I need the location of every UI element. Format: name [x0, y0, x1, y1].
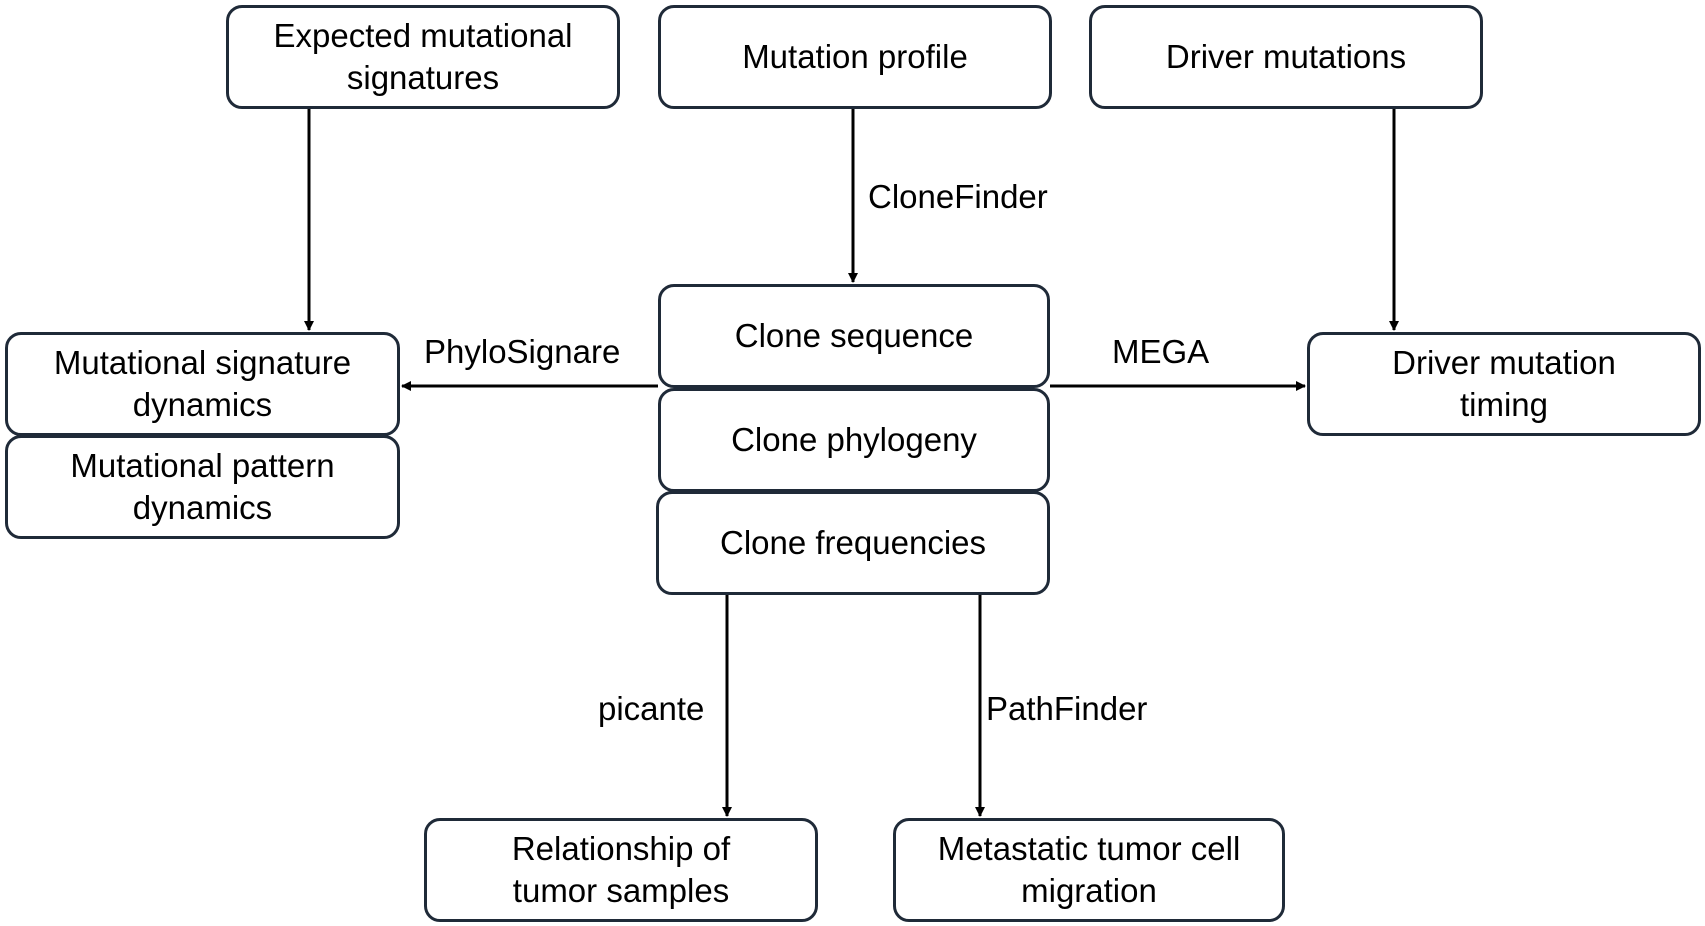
- node-label-line: dynamics: [132, 386, 273, 423]
- node-mutational-pattern-dynamics: Mutational pattern dynamics: [5, 435, 400, 539]
- node-mutational-signature-dynamics: Mutational signature dynamics: [5, 332, 400, 436]
- node-label-line: timing: [1459, 386, 1548, 423]
- node-label-line: Mutational signature: [53, 344, 352, 382]
- node-label-line: Mutational pattern: [70, 447, 335, 485]
- edge-label-phylosignare: PhyloSignare: [424, 333, 621, 370]
- edge-label-clonefinder: CloneFinder: [868, 178, 1048, 215]
- edge-label-mega: MEGA: [1112, 333, 1210, 370]
- node-driver-mutation-timing: Driver mutation timing: [1307, 332, 1701, 436]
- node-mutation-profile: Mutation profile: [658, 5, 1052, 109]
- node-label-line: dynamics: [132, 489, 273, 526]
- node-label-line: Clone frequencies: [720, 524, 986, 562]
- node-driver-mutations: Driver mutations: [1089, 5, 1483, 109]
- node-clone-sequence: Clone sequence: [658, 284, 1050, 388]
- node-label-line: migration: [1021, 872, 1157, 909]
- node-label-line: tumor samples: [512, 872, 730, 909]
- node-label-line: Expected mutational: [273, 17, 573, 55]
- node-expected-mutational-signatures: Expected mutational signatures: [226, 5, 620, 109]
- node-label-line: Driver mutation: [1392, 344, 1616, 382]
- node-label-line: Clone phylogeny: [731, 421, 977, 459]
- node-relationship-of-tumor-samples: Relationship of tumor samples: [424, 818, 818, 922]
- edge-label-pathfinder: PathFinder: [986, 690, 1148, 727]
- node-clone-phylogeny: Clone phylogeny: [658, 388, 1050, 492]
- node-label-line: signatures: [346, 59, 500, 96]
- node-clone-frequencies: Clone frequencies: [656, 491, 1050, 595]
- node-label-line: Mutation profile: [742, 38, 968, 76]
- edge-label-picante: picante: [598, 690, 705, 727]
- node-label-line: Clone sequence: [734, 317, 974, 355]
- node-label-line: Relationship of: [511, 830, 731, 868]
- node-label-line: Metastatic tumor cell: [937, 830, 1241, 868]
- node-label-line: Driver mutations: [1165, 38, 1407, 76]
- node-metastatic-tumor-cell-migration: Metastatic tumor cell migration: [893, 818, 1285, 922]
